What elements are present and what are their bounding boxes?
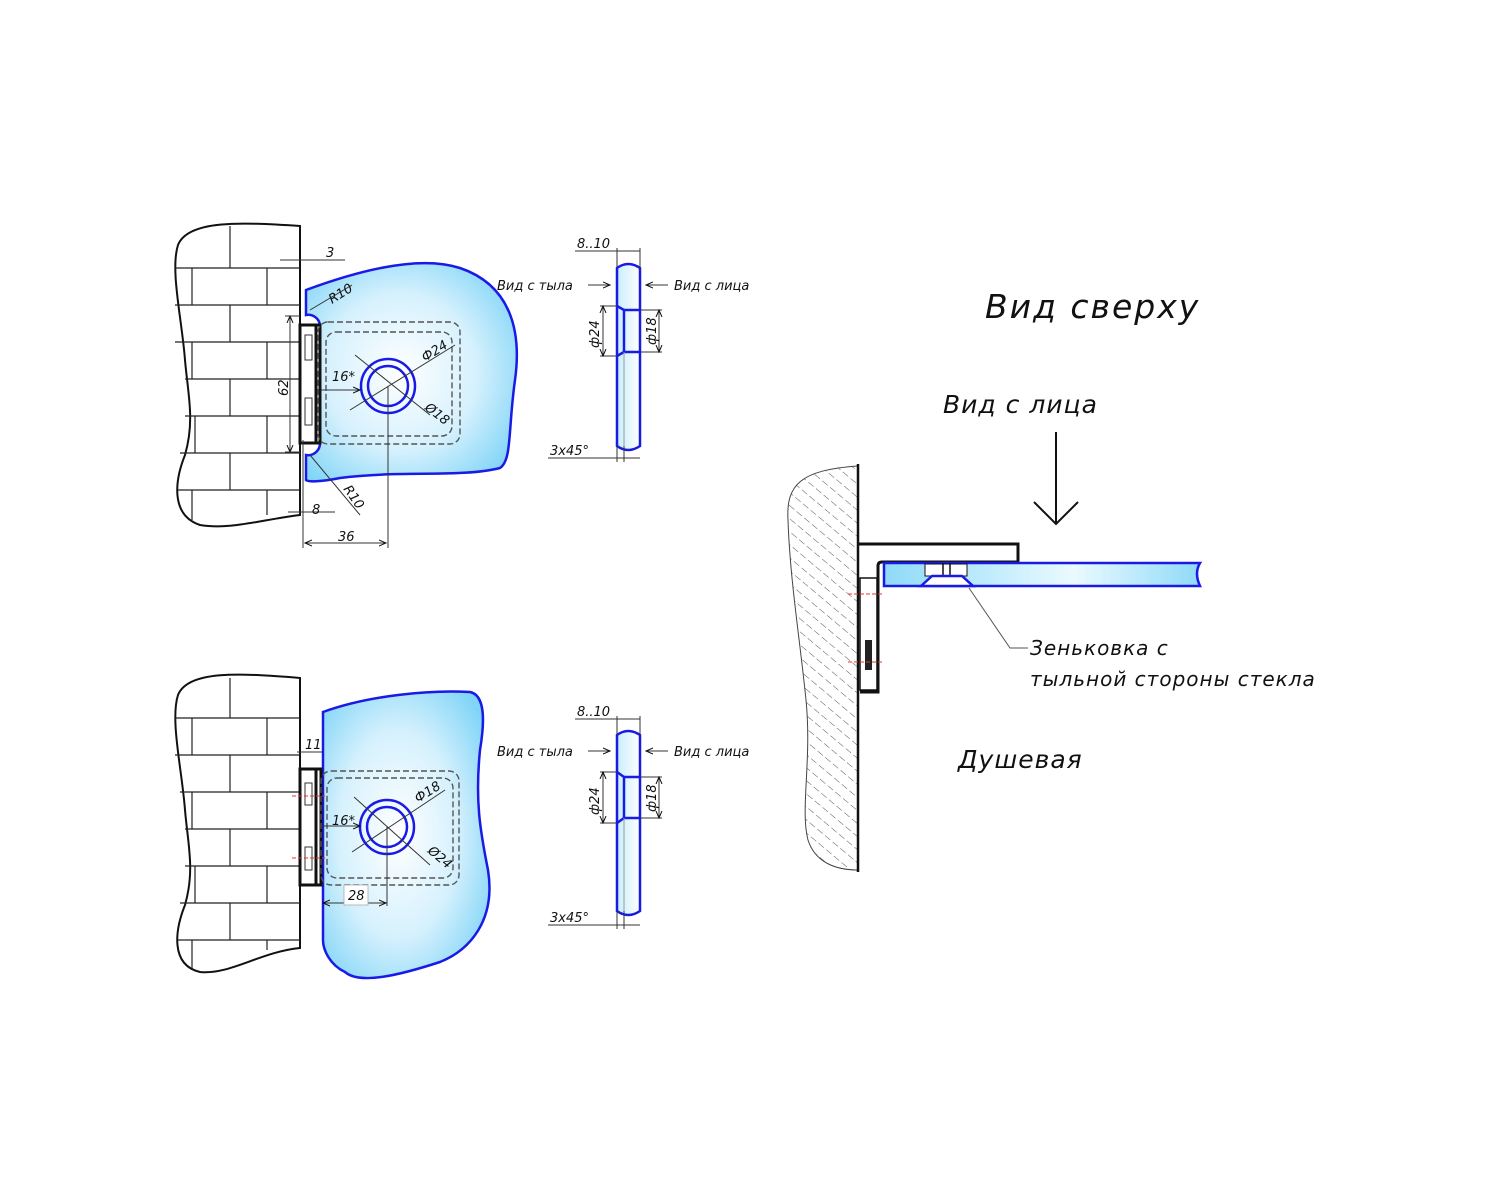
countersink bbox=[917, 574, 977, 588]
arrow-down-icon bbox=[1033, 432, 1079, 526]
dim-center: 36 bbox=[338, 530, 355, 545]
dim-inner-diameter: ф18 bbox=[645, 317, 660, 345]
clamp-outline-inner bbox=[325, 331, 453, 437]
dim-gap: 3 bbox=[326, 246, 334, 261]
label-front-view: Вид с лица bbox=[943, 390, 1098, 419]
caption-shower: Душевая bbox=[957, 745, 1083, 774]
brick-pattern bbox=[175, 226, 300, 520]
dim-height: 62 bbox=[277, 379, 292, 396]
glass-edge bbox=[615, 262, 642, 452]
hinge-plate bbox=[298, 767, 323, 887]
label-front-view: Вид с лица bbox=[674, 745, 749, 760]
dim-plate: 8 bbox=[312, 503, 320, 518]
bottom-front-view: 11 16* Ф18 Ø24 28 bbox=[174, 673, 491, 980]
title-top-view: Вид сверху bbox=[985, 287, 1200, 326]
clamp-outline-inner bbox=[326, 777, 454, 879]
callout-line-1: Зеньковка с bbox=[1030, 636, 1169, 660]
dim-offset: 16* bbox=[332, 814, 356, 829]
bottom-side-view: 8..10 Вид с тыла Вид с лица ф24 ф18 3x45… bbox=[497, 705, 749, 929]
top-plan-view: Вид сверху Вид с лица Зеньковка с тыльно… bbox=[787, 287, 1316, 872]
label-back-view: Вид с тыла bbox=[497, 279, 573, 294]
dim-offset: 16* bbox=[332, 370, 356, 385]
dim-inner-diameter: ф18 bbox=[645, 784, 660, 812]
top-front-view: 3 R10 62 16* Ф24 Ø18 8 R10 36 bbox=[174, 222, 519, 548]
clamp-outline-outer bbox=[317, 321, 461, 445]
dim-chamfer: 3x45° bbox=[550, 911, 589, 926]
dim-radius-bottom: R10 bbox=[340, 483, 367, 513]
label-front-view: Вид с лица bbox=[674, 279, 749, 294]
hatched-wall bbox=[787, 465, 859, 871]
top-side-view: 8..10 Вид с тыла Вид с лица ф24 ф18 3x45… bbox=[497, 237, 749, 462]
callout-line-2: тыльной стороны стекла bbox=[1030, 667, 1316, 691]
dim-gap: 11 bbox=[305, 738, 322, 753]
label-back-view: Вид с тыла bbox=[497, 745, 573, 760]
glass-edge bbox=[615, 729, 642, 917]
dim-thickness: 8..10 bbox=[577, 705, 610, 720]
clamp-outline-outer bbox=[320, 770, 460, 886]
dim-center: 28 bbox=[348, 889, 365, 904]
brick-wall bbox=[174, 673, 301, 974]
dim-outer-diameter: ф24 bbox=[588, 320, 603, 348]
brick-pattern bbox=[175, 678, 300, 968]
dim-chamfer: 3x45° bbox=[550, 444, 589, 459]
dim-outer-diameter: ф24 bbox=[588, 787, 603, 815]
brick-wall bbox=[174, 222, 301, 528]
dim-thickness: 8..10 bbox=[577, 237, 610, 252]
